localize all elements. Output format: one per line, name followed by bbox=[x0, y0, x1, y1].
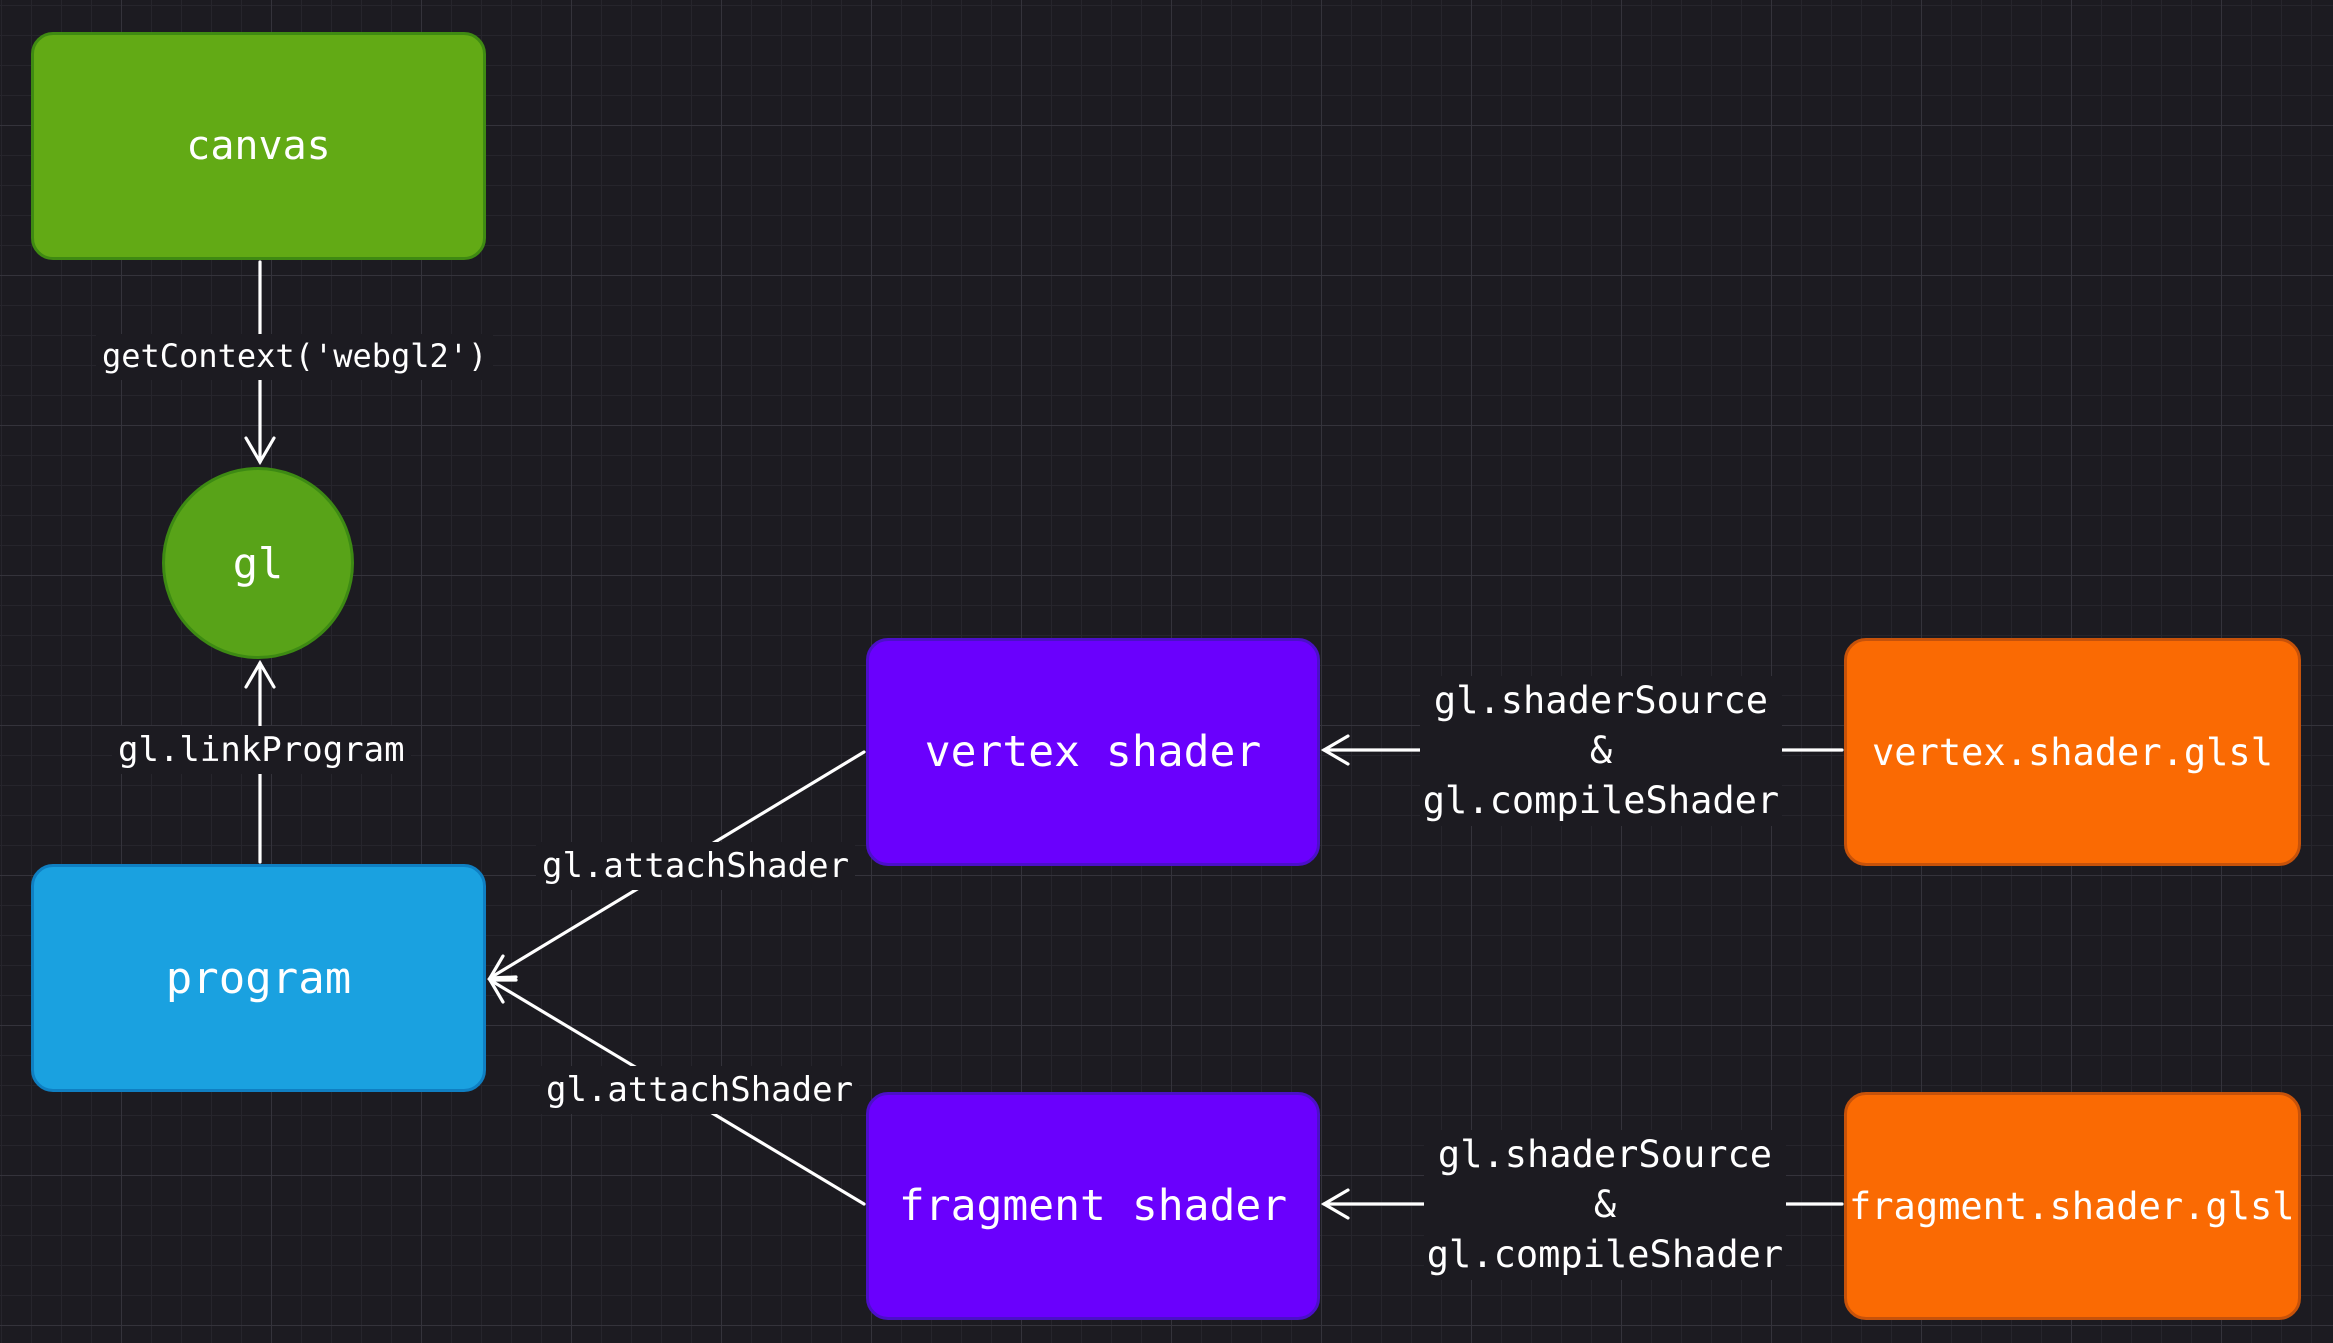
gl-node-label: gl bbox=[232, 538, 284, 588]
canvas-node[interactable]: canvas bbox=[31, 32, 486, 260]
edge-label-fragment-source: gl.shaderSource & gl.compileShader bbox=[1424, 1130, 1786, 1280]
edge-label-get-context: getContext('webgl2') bbox=[96, 334, 494, 380]
fragment-source-line2: & bbox=[1593, 1183, 1617, 1226]
fragment-shader-node[interactable]: fragment shader bbox=[866, 1092, 1320, 1320]
arrowhead-fragment bbox=[1320, 1188, 1350, 1220]
edge-label-vertex-source: gl.shaderSource & gl.compileShader bbox=[1420, 676, 1782, 826]
fragment-source-line3: gl.compileShader bbox=[1426, 1233, 1784, 1276]
arrowhead-vertex bbox=[1320, 734, 1350, 766]
vertex-source-line3: gl.compileShader bbox=[1422, 779, 1780, 822]
fragment-glsl-file-label: fragment.shader.glsl bbox=[1849, 1184, 2295, 1228]
vertex-shader-node[interactable]: vertex shader bbox=[866, 638, 1320, 866]
program-node-label: program bbox=[165, 952, 352, 1004]
fragment-shader-label: fragment shader bbox=[898, 1181, 1288, 1231]
arrowhead-program-lower bbox=[487, 978, 518, 1004]
edge-label-link-program: gl.linkProgram bbox=[112, 726, 411, 775]
gl-node[interactable]: gl bbox=[162, 467, 354, 659]
fragment-glsl-file-node[interactable]: fragment.shader.glsl bbox=[1844, 1092, 2301, 1320]
vertex-source-line1: gl.shaderSource bbox=[1433, 679, 1769, 722]
arrowhead-gl-bottom bbox=[244, 659, 276, 689]
arrowhead-gl-top bbox=[244, 436, 276, 466]
program-node[interactable]: program bbox=[31, 864, 486, 1092]
vertex-glsl-file-label: vertex.shader.glsl bbox=[1872, 730, 2273, 774]
canvas-node-label: canvas bbox=[186, 123, 331, 169]
edge-label-attach-fragment: gl.attachShader bbox=[540, 1066, 860, 1115]
fragment-source-line1: gl.shaderSource bbox=[1437, 1133, 1773, 1176]
vertex-shader-label: vertex shader bbox=[924, 727, 1262, 777]
edge-label-attach-vertex: gl.attachShader bbox=[536, 842, 856, 891]
vertex-source-line2: & bbox=[1589, 729, 1613, 772]
arrowhead-program-upper bbox=[487, 954, 518, 980]
vertex-glsl-file-node[interactable]: vertex.shader.glsl bbox=[1844, 638, 2301, 866]
